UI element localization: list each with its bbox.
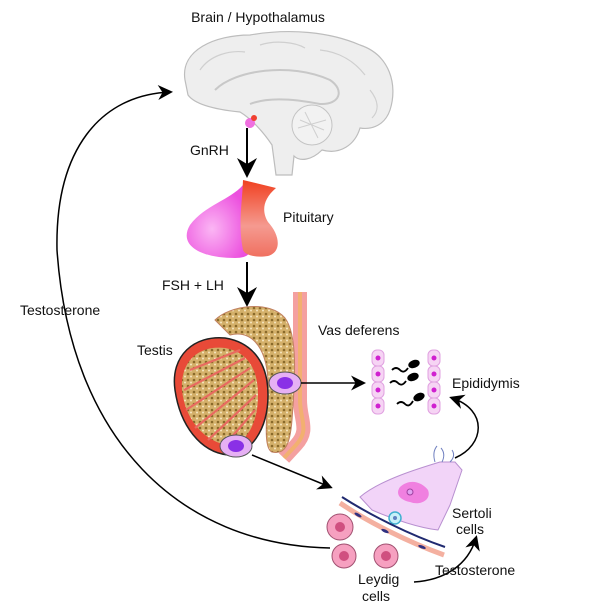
sertoli-label-line2: cells	[456, 521, 484, 537]
sertoli-label-line1: Sertoli	[452, 505, 492, 521]
cell-upper	[268, 371, 302, 395]
pituitary-illustration	[186, 180, 278, 258]
seminiferous-arrow	[251, 454, 333, 490]
epididymis-head	[214, 306, 296, 454]
sperm-icons	[389, 359, 425, 407]
local-testosterone-label: Testosterone	[435, 562, 515, 578]
sertoli-epididymis-arrow	[449, 394, 479, 459]
testosterone-feedback-label: Testosterone	[20, 302, 100, 318]
local-testosterone-arrow	[413, 535, 480, 583]
brain-label: Brain / Hypothalamus	[191, 9, 325, 25]
basement-membrane	[338, 496, 446, 558]
testis-label: Testis	[137, 342, 173, 358]
brain-illustration	[183, 31, 394, 176]
sertoli-cell-illustration	[359, 445, 463, 531]
fsh-lh-label: FSH + LH	[162, 277, 224, 293]
epididymis-illustration	[371, 349, 441, 415]
testis-illustration	[173, 337, 269, 456]
leydig-label-line2: cells	[362, 588, 390, 604]
cell-lower	[219, 434, 253, 458]
gnrh-label: GnRH	[190, 142, 229, 158]
leydig-label-line1: Leydig	[358, 571, 399, 587]
testosterone-feedback-arrow	[56, 85, 331, 549]
epididymis-label: Epididymis	[452, 375, 520, 391]
leydig-cells-illustration	[326, 513, 399, 569]
pituitary-label: Pituitary	[283, 209, 334, 225]
vas-deferens-label: Vas deferens	[318, 322, 399, 338]
